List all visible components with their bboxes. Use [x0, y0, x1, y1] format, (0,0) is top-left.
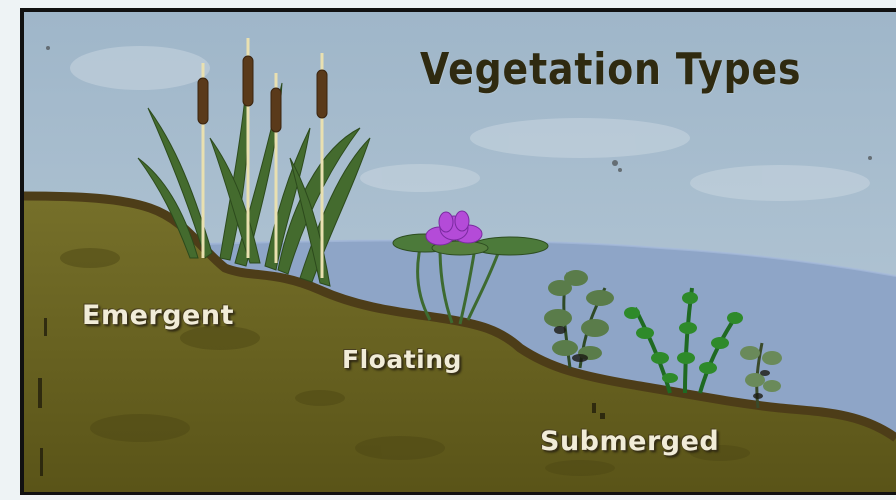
label-submerged: Submerged: [540, 426, 719, 457]
diagram-frame: Vegetation Types Emergent Floating Subme…: [20, 8, 896, 495]
label-floating: Floating: [342, 345, 462, 374]
vegetation-scene: Vegetation Types Emergent Floating Subme…: [20, 8, 896, 495]
label-emergent: Emergent: [82, 300, 234, 331]
diagram-title: Vegetation Types: [420, 44, 801, 95]
